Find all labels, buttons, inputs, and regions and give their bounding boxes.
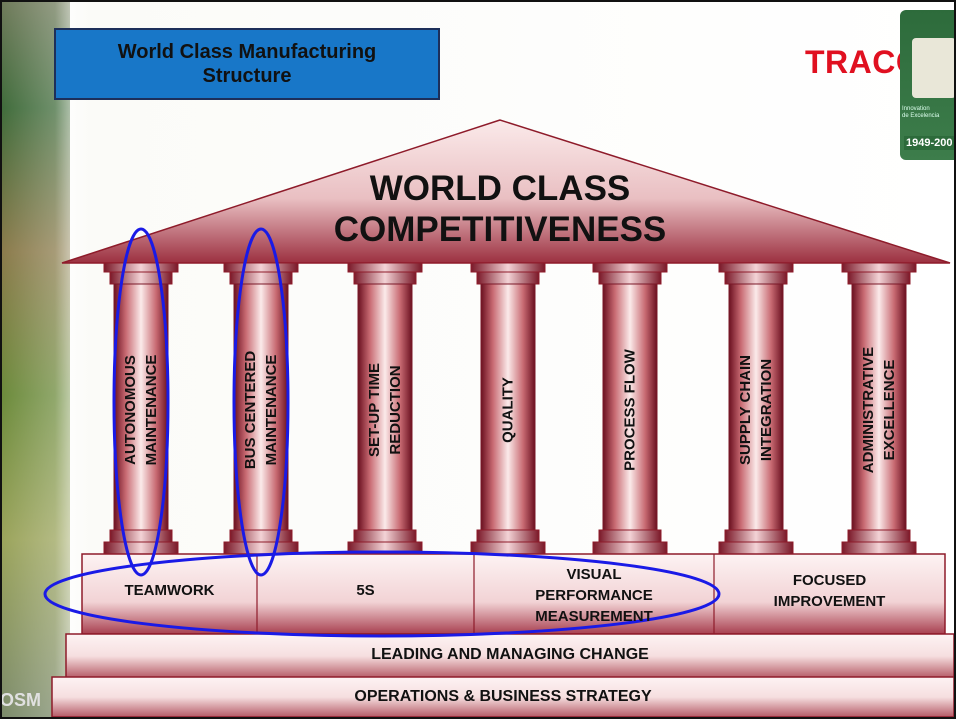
pillar-5 bbox=[592, 262, 668, 555]
pillar-capital-bottom bbox=[353, 271, 417, 285]
base-label-focused-line-1: FOCUSED bbox=[792, 572, 867, 589]
pillar-columns bbox=[103, 262, 917, 555]
pillar-capital-top bbox=[841, 262, 917, 273]
seal-caption: Innovation de Excelencia bbox=[902, 106, 939, 120]
pillar-plinth-top bbox=[109, 529, 173, 543]
highlight-ellipse-pillar-1 bbox=[112, 227, 170, 577]
upper-strip bbox=[65, 633, 955, 679]
pillar-label-5: PROCESS FLOW bbox=[620, 349, 641, 471]
pillar-label-line-1: ADMINISTRATIVE bbox=[860, 346, 877, 474]
base-label-visual-line-3: MEASUREMENT bbox=[535, 608, 653, 625]
base-label-focused-line-2: IMPROVEMENT bbox=[773, 593, 886, 610]
pillar-plinth-top bbox=[353, 529, 417, 543]
highlight-ellipse-base bbox=[43, 550, 721, 638]
pillar-plinth-bottom bbox=[470, 541, 546, 555]
title-line-1: World Class Manufacturing bbox=[117, 41, 377, 63]
base-label-5s: 5S bbox=[257, 580, 474, 601]
pillar-capital-bottom bbox=[724, 271, 788, 285]
pillar-capital-top bbox=[223, 262, 299, 273]
seal-caption-1: Innovation bbox=[902, 106, 930, 112]
base-platform bbox=[81, 553, 946, 635]
corner-mark: OSM bbox=[0, 690, 42, 710]
seal-caption-2: de Excelencia bbox=[902, 113, 940, 119]
roof-title-line-1: WORLD CLASS bbox=[369, 169, 631, 208]
pillar-7 bbox=[841, 262, 917, 555]
pillar-plinth-top bbox=[847, 529, 911, 543]
highlight-ellipse-pillar-2 bbox=[232, 227, 290, 577]
pillar-label-line-1: AUTONOMOUS bbox=[122, 355, 139, 465]
pillar-label-line-2: EXCELLENCE bbox=[881, 359, 898, 461]
pillar-shaft bbox=[851, 283, 907, 531]
pillar-4 bbox=[470, 262, 546, 555]
lower-strip bbox=[51, 676, 955, 718]
roof-title-line-2: COMPETITIVENESS bbox=[333, 210, 667, 249]
strip-label-operations-strategy: OPERATIONS & BUSINESS STRATEGY bbox=[354, 688, 652, 705]
base-label-visual-performance: VISUAL PERFORMANCE MEASUREMENT bbox=[474, 564, 714, 627]
pillar-label-line-2: MAINTENANCE bbox=[263, 354, 280, 466]
pillar-label-line-1: PROCESS FLOW bbox=[621, 349, 639, 471]
seal-emblem bbox=[912, 38, 956, 98]
pillar-plinth-bottom bbox=[592, 541, 668, 555]
base-label-5s-text: 5S bbox=[356, 582, 375, 599]
pillar-label-4: QUALITY bbox=[498, 377, 519, 443]
pillar-plinth-top bbox=[229, 529, 293, 543]
pillar-capital-top bbox=[103, 262, 179, 273]
base-label-visual-line-2: PERFORMANCE bbox=[535, 587, 653, 604]
base-label-focused-improvement: FOCUSED IMPROVEMENT bbox=[714, 570, 945, 612]
base-label-teamwork: TEAMWORK bbox=[82, 580, 257, 601]
pillar-capital-top bbox=[470, 262, 546, 273]
pillar-plinth-top bbox=[724, 529, 788, 543]
pillar-label-line-2: REDUCTION bbox=[387, 365, 404, 455]
strip-label-leading-change: LEADING AND MANAGING CHANGE bbox=[371, 646, 649, 663]
anniversary-seal: Innovation de Excelencia 1949-200 bbox=[900, 10, 956, 160]
highlight-ellipses bbox=[43, 227, 721, 638]
pillar-capital-top bbox=[592, 262, 668, 273]
title-line-2: Structure bbox=[202, 65, 292, 87]
title-box: World Class Manufacturing Structure bbox=[54, 28, 440, 100]
pillar-plinth-bottom bbox=[103, 541, 179, 555]
base-label-teamwork-text: TEAMWORK bbox=[124, 582, 215, 599]
seal-year: 1949-200 bbox=[904, 136, 955, 150]
pillar-capital-top bbox=[347, 262, 423, 273]
pillar-capital-bottom bbox=[847, 271, 911, 285]
pillar-label-line-1: SET-UP TIME bbox=[366, 363, 383, 457]
pillar-capital-bottom bbox=[109, 271, 173, 285]
pillar-shaft bbox=[480, 283, 536, 531]
pillar-shaft bbox=[113, 283, 169, 531]
pillar-shaft bbox=[233, 283, 289, 531]
pillar-plinth-bottom bbox=[841, 541, 917, 555]
base-label-visual-line-1: VISUAL bbox=[566, 566, 622, 583]
roof-title: WORLD CLASS COMPETITIVENESS bbox=[280, 168, 720, 250]
pillar-capital-bottom bbox=[229, 271, 293, 285]
pillar-label-line-1: BUS CENTERED bbox=[242, 350, 259, 470]
pillar-6 bbox=[718, 262, 794, 555]
pillar-label-line-1: SUPPLY CHAIN bbox=[737, 354, 754, 466]
pillar-capital-bottom bbox=[598, 271, 662, 285]
pillar-2 bbox=[223, 262, 299, 555]
pillar-plinth-top bbox=[476, 529, 540, 543]
pillar-capital-top bbox=[718, 262, 794, 273]
pillar-plinth-top bbox=[598, 529, 662, 543]
pillar-3 bbox=[347, 262, 423, 555]
pillar-label-line-2: INTEGRATION bbox=[758, 358, 775, 462]
brand-logo-text: TRACC bbox=[805, 44, 920, 80]
pillar-plinth-bottom bbox=[718, 541, 794, 555]
pillar-label-line-2: MAINTENANCE bbox=[143, 354, 160, 466]
pillar-label-line-1: QUALITY bbox=[499, 377, 517, 443]
pillar-capital-bottom bbox=[476, 271, 540, 285]
